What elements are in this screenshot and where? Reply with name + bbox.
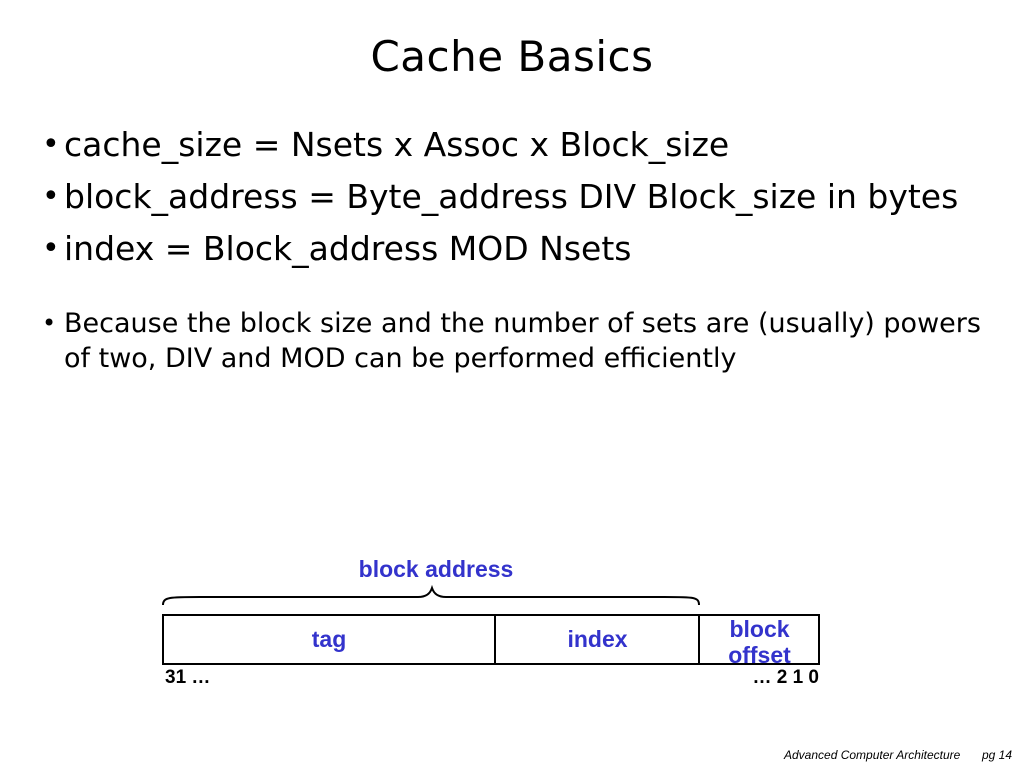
index-field-label: index [567,626,628,652]
footer-page-number: pg 14 [982,748,1013,762]
block-offset-field-label: block offset [728,616,791,668]
bullet-text: index = Block_address MOD Nsets [64,229,632,268]
bullet-index: • index = Block_address MOD Nsets [42,228,1002,270]
footer-course: Advanced Computer Architecture [784,748,961,762]
bullet-dot: • [42,179,60,214]
block-address-label: block address [358,556,514,582]
slide-title: Cache Basics [370,32,654,81]
bullet-text: cache_size = Nsets x Assoc x Block_size [64,125,730,164]
bullet-cache-size: • cache_size = Nsets x Assoc x Block_siz… [42,124,1002,166]
bullet-dot: • [42,127,60,162]
bullet-block-address: • block_address = Byte_address DIV Block… [42,176,1002,218]
bullet-text: Because the block size and the number of… [64,308,981,374]
bullet-dot: • [42,309,57,337]
tag-field-label: tag [311,626,347,652]
bit-number-low: … 2 1 0 [752,667,819,688]
block-address-brace [162,584,700,606]
bullet-list: • cache_size = Nsets x Assoc x Block_siz… [42,124,1002,376]
bullet-text: block_address = Byte_address DIV Block_s… [64,177,959,216]
address-box [162,614,820,665]
bit-number-high: 31 … [165,667,211,688]
bullet-note: • Because the block size and the number … [42,306,1002,376]
bullet-dot: • [42,231,60,266]
